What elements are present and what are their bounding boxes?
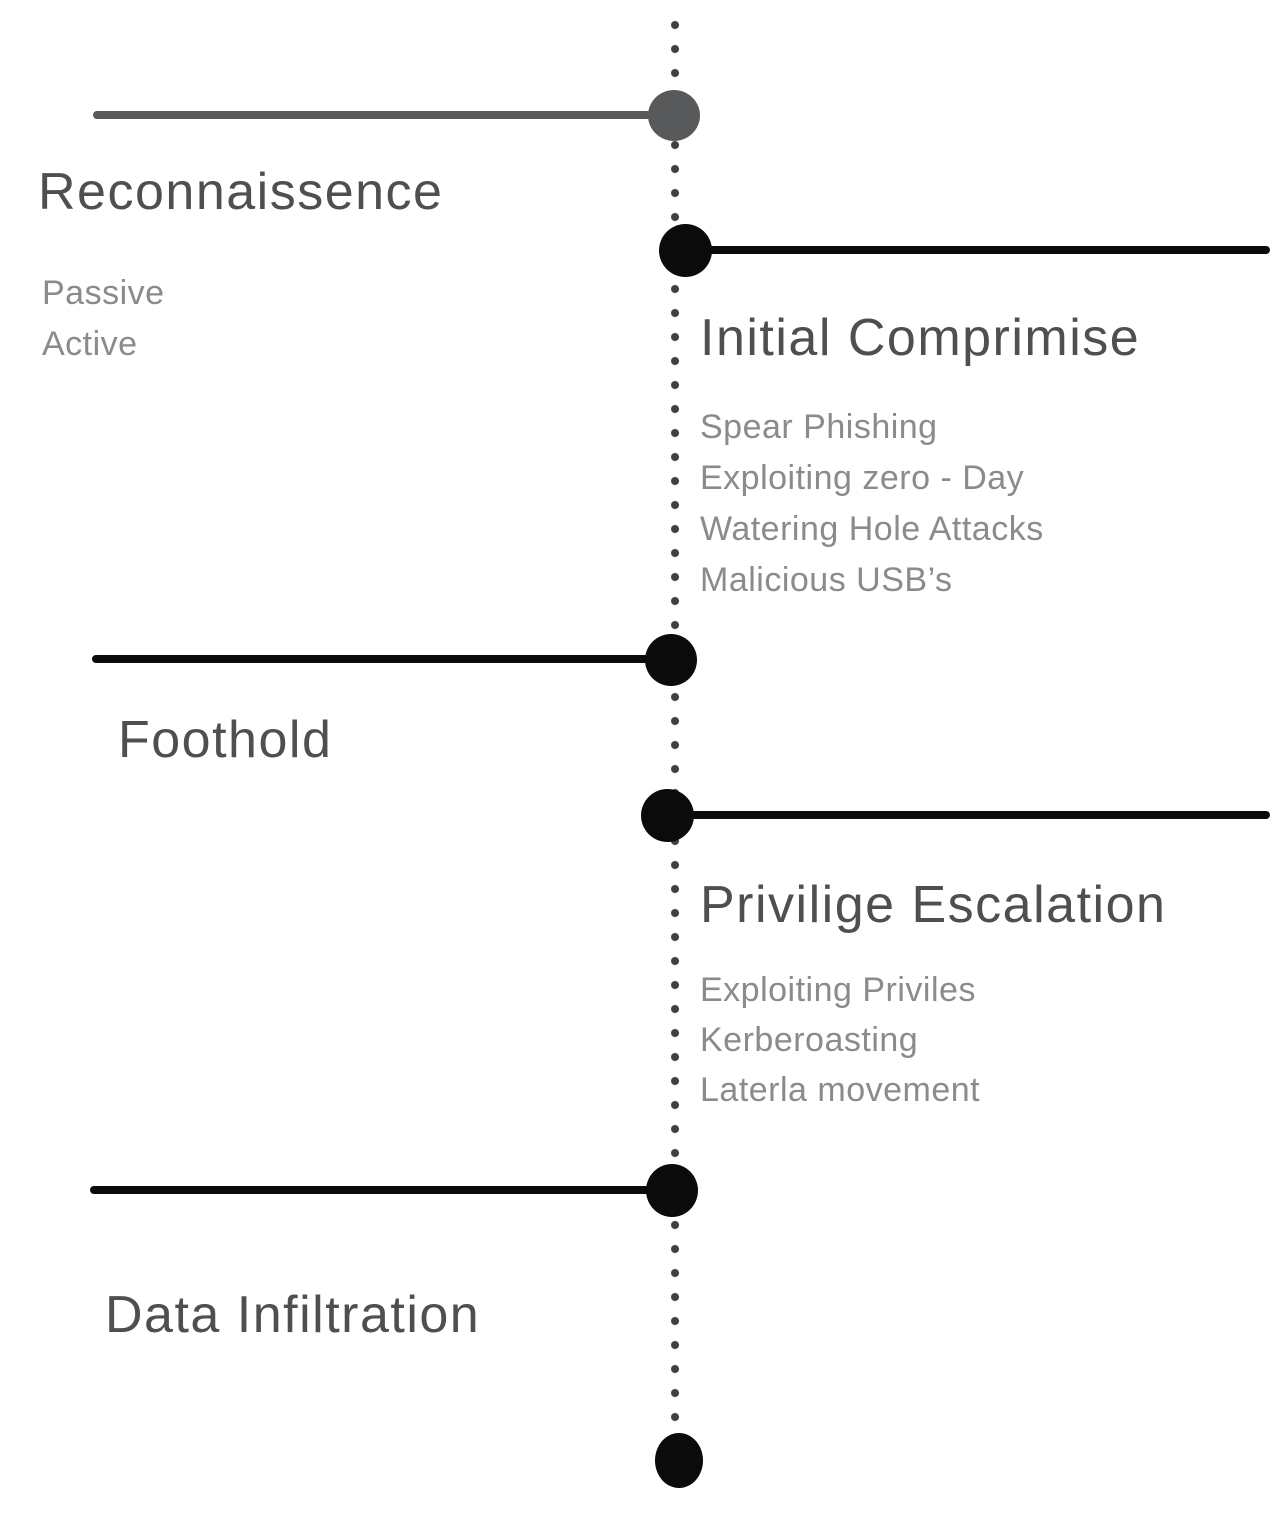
branch-line-initial-comprimise — [698, 246, 1270, 254]
timeline-node-reconnaissence — [648, 90, 700, 141]
detail-item: Laterla movement — [700, 1071, 981, 1109]
detail-item: Spear Phishing — [700, 408, 938, 446]
timeline-node-terminal — [655, 1433, 703, 1488]
detail-item: Watering Hole Attacks — [700, 510, 1044, 548]
phase-title-privilige-escalation: Privilige Escalation — [700, 876, 1167, 934]
phase-title-initial-comprimise: Initial Comprimise — [700, 309, 1141, 367]
detail-item: Exploiting Priviles — [700, 971, 976, 1009]
branch-line-foothold — [92, 655, 652, 663]
phase-title-foothold: Foothold — [118, 711, 333, 769]
branch-line-data-infiltration — [90, 1186, 652, 1194]
branch-line-privilige-escalation — [680, 811, 1270, 819]
timeline-node-foothold — [645, 634, 697, 686]
phase-title-data-infiltration: Data Infiltration — [105, 1286, 481, 1344]
detail-item: Active — [42, 325, 138, 363]
timeline-node-data-infiltration — [646, 1164, 698, 1217]
detail-item: Exploiting zero - Day — [700, 459, 1025, 497]
phase-details-reconnaissence: Passive Active — [42, 268, 165, 370]
detail-item: Passive — [42, 274, 165, 312]
phase-details-privilige-escalation: Exploiting Priviles Kerberoasting Laterl… — [700, 965, 980, 1115]
phase-title-reconnaissence: Reconnaissence — [38, 163, 444, 221]
detail-item: Malicious USB’s — [700, 561, 953, 599]
timeline-dotted-axis — [670, 20, 680, 1440]
branch-line-reconnaissence — [93, 111, 651, 119]
detail-item: Kerberoasting — [700, 1021, 919, 1059]
phase-details-initial-comprimise: Spear Phishing Exploiting zero - Day Wat… — [700, 402, 1044, 606]
